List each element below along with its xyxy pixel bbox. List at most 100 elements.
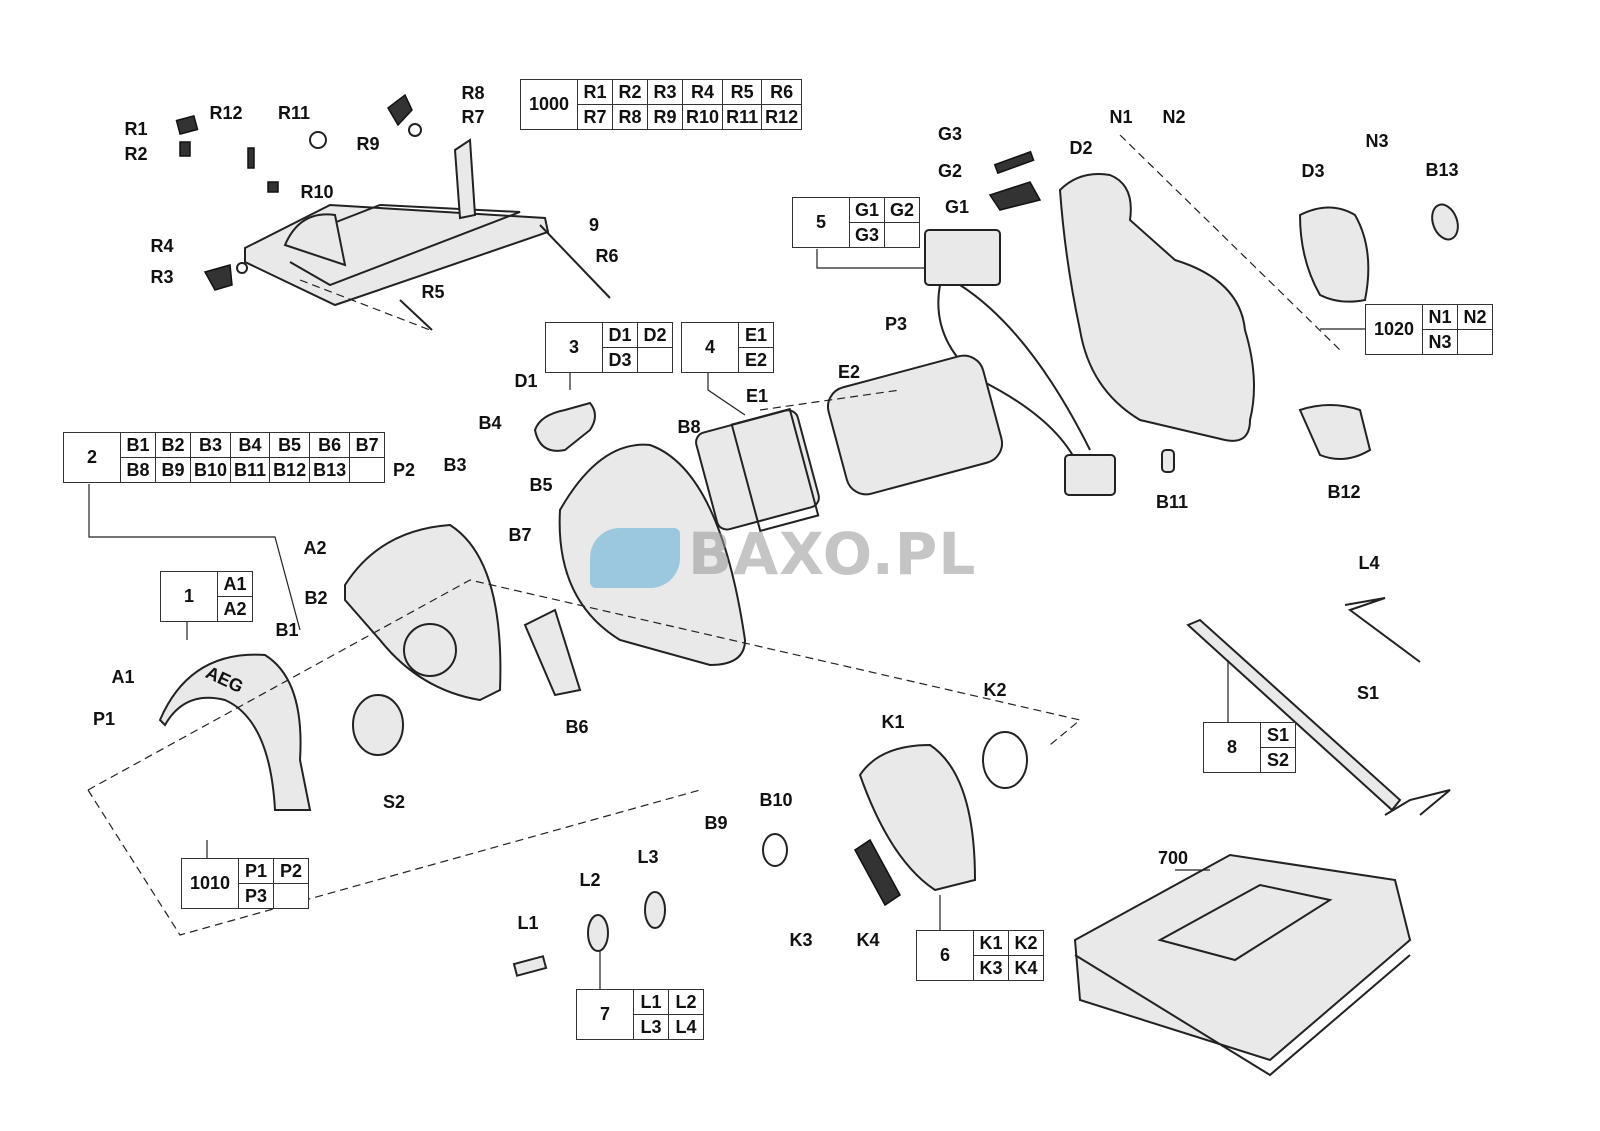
callout-b10: B10 [759, 790, 792, 810]
callout-b4: B4 [478, 413, 501, 433]
callout-a2: A2 [303, 538, 326, 558]
callout-b5: B5 [529, 475, 552, 495]
callout-k1: K1 [881, 712, 904, 732]
kit-number: 2 [63, 432, 121, 483]
kit-part-cell [637, 347, 673, 373]
callout-r7: R7 [461, 107, 484, 127]
kit-part-cell: K4 [1008, 955, 1044, 981]
kit-part-cell: L3 [633, 1014, 669, 1040]
kit-part-cell: B2 [155, 432, 191, 458]
kit-part-cell: S2 [1260, 747, 1296, 773]
callout-r1: R1 [124, 119, 147, 139]
callout-d3: D3 [1301, 161, 1324, 181]
kit-part-cell: E2 [738, 347, 774, 373]
kit-number: 3 [545, 322, 603, 373]
kit-part-cell [349, 457, 386, 483]
callout-g1: G1 [945, 197, 969, 217]
callout-s1: S1 [1357, 683, 1379, 703]
carry-case [1073, 853, 1412, 1077]
kit-part-cell: R3 [647, 79, 684, 105]
callout-b2: B2 [304, 588, 327, 608]
base-plate [175, 93, 611, 331]
callout-r6: R6 [595, 246, 618, 266]
gear-housing [344, 401, 747, 702]
callout-a1: A1 [111, 667, 134, 687]
callout-d1: D1 [514, 371, 537, 391]
kit-part-cell: L4 [668, 1014, 704, 1040]
watermark-text: BAXO.PL [688, 520, 977, 588]
kit-part-cell: R11 [722, 104, 763, 130]
kit-number: 1000 [519, 79, 579, 130]
lower-guard: AEG [158, 608, 582, 811]
kit-part-cell: P3 [238, 883, 275, 909]
kit-part-cell: B13 [309, 457, 351, 483]
callout-r12: R12 [209, 103, 242, 123]
kit-part-cell: K2 [1008, 930, 1044, 956]
motor [695, 354, 1004, 533]
kit-part-cell: R9 [647, 104, 684, 130]
blade-flanges [512, 891, 666, 977]
callout-d2: D2 [1069, 138, 1092, 158]
kit-number: 1020 [1364, 304, 1424, 355]
kit-part-cell: A2 [217, 596, 253, 622]
kit-part-cell: K3 [973, 955, 1009, 981]
callout-g3: G3 [938, 124, 962, 144]
callout-b12: B12 [1327, 482, 1360, 502]
kit-part-cell: L1 [633, 989, 669, 1015]
callout-r11: R11 [278, 103, 310, 123]
callout-r8: R8 [461, 83, 484, 103]
kit-part-cell: G3 [849, 222, 885, 248]
parallel-guide [1186, 597, 1451, 816]
callout-k3: K3 [789, 930, 812, 950]
watermark-icon [590, 527, 680, 588]
kit-part-cell: D3 [602, 347, 638, 373]
callout-r2: R2 [124, 144, 147, 164]
callout-r10: R10 [300, 182, 333, 202]
callout-e1: E1 [746, 386, 768, 406]
kit-part-cell: R7 [577, 104, 614, 130]
kit-part-cell: B10 [189, 457, 232, 483]
kit-part-cell: G1 [849, 197, 885, 223]
kit-number: 7 [576, 989, 634, 1040]
kit-part-cell: R2 [612, 79, 649, 105]
callout-l4: L4 [1358, 553, 1379, 573]
callout-b3: B3 [443, 455, 466, 475]
callout-g2: G2 [938, 161, 962, 181]
callout-l3: L3 [637, 847, 658, 867]
callout-l1: L1 [517, 913, 538, 933]
kit-number: 8 [1203, 722, 1261, 773]
kit-part-cell: R1 [577, 79, 614, 105]
callout-r3: R3 [150, 267, 173, 287]
callout-b6: B6 [565, 717, 588, 737]
callout-p2: P2 [393, 460, 415, 480]
callout-p3: P3 [885, 314, 907, 334]
callout-r5: R5 [421, 282, 444, 302]
kit-part-cell: B1 [120, 432, 156, 458]
kit-part-cell: N1 [1422, 304, 1459, 330]
motor-housing [1058, 173, 1459, 473]
callout-r9: R9 [356, 134, 379, 154]
callout-n2: N2 [1162, 107, 1185, 127]
callout-n3: N3 [1365, 131, 1388, 151]
kit-part-cell: K1 [973, 930, 1009, 956]
kit-part-cell: B6 [309, 432, 351, 458]
callout-b7: B7 [508, 525, 531, 545]
watermark-logo: BAXO.PL [590, 520, 976, 588]
kit-part-cell: B7 [349, 432, 386, 458]
kit-part-cell: R8 [612, 104, 649, 130]
kit-part-cell [273, 883, 310, 909]
callout-e2: E2 [838, 362, 860, 382]
kit-part-cell: L2 [668, 989, 704, 1015]
kit-part-cell: R5 [722, 79, 763, 105]
callout-k2: K2 [983, 680, 1006, 700]
kit-part-cell: D1 [602, 322, 638, 348]
